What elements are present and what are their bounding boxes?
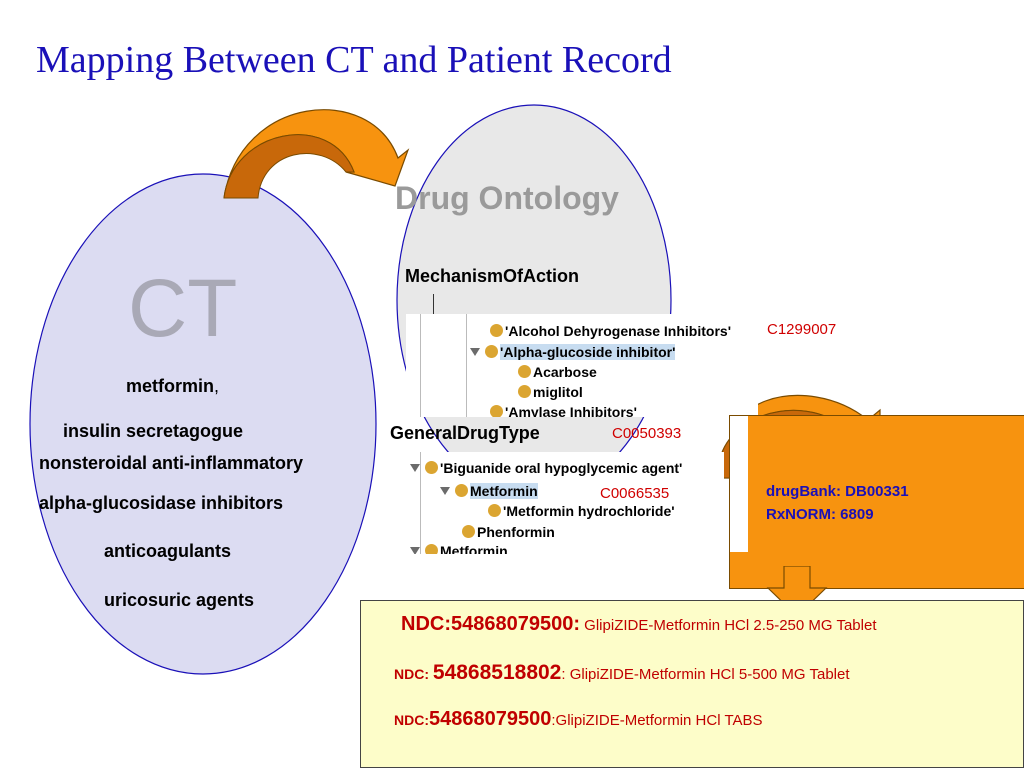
ct-item-metformin: metformin, [126, 376, 220, 396]
class-icon [462, 525, 475, 538]
tree-node-metformin[interactable]: Metformin [440, 482, 538, 499]
mechanism-label: MechanismOfAction [405, 266, 580, 286]
class-icon [485, 345, 498, 358]
ndc-line-3: NDC:54868079500:GlipiZIDE-Metformin HCl … [394, 708, 763, 730]
tree-guide-line [420, 452, 421, 554]
ndc-box: NDC:54868079500: GlipiZIDE-Metformin HCl… [360, 600, 1024, 768]
expand-triangle-icon[interactable] [410, 546, 420, 554]
ct-item-nsaid: nonsteroidal anti-inflammatory [39, 453, 304, 473]
tree-connector [433, 294, 434, 314]
expand-triangle-icon[interactable] [470, 347, 480, 356]
class-icon [490, 405, 503, 417]
ct-label: CT [128, 263, 238, 354]
tree-guide-line [420, 314, 421, 417]
ct-ellipse [29, 173, 377, 675]
tree-guide-line [466, 314, 467, 417]
class-icon [518, 365, 531, 378]
ct-item-insulin: insulin secretagogue [63, 421, 244, 441]
tree-node-miglitol[interactable]: miglitol [518, 383, 583, 400]
database-box [729, 415, 1024, 589]
general-drug-type-label: GeneralDrugType [390, 423, 540, 443]
drugbank-id: drugBank: DB00331 [766, 483, 909, 500]
class-icon [488, 504, 501, 517]
class-icon [425, 544, 438, 554]
mechanism-tree: 'Alcohol Dehyrogenase Inhibitors' 'Alpha… [406, 314, 758, 417]
class-icon [490, 324, 503, 337]
tree-node-amylase[interactable]: 'Amylase Inhibitors' [490, 403, 637, 417]
tree-node-metformin-hcl[interactable]: 'Metformin hydrochloride' [488, 502, 675, 519]
class-icon [518, 385, 531, 398]
ct-item-anticoagulants: anticoagulants [104, 541, 232, 561]
curved-arrow-ct-shaft [223, 134, 355, 199]
ct-item-uricosuric: uricosuric agents [104, 590, 255, 610]
box-notch [730, 416, 748, 552]
ndc-line-2: NDC: 54868518802: GlipiZIDE-Metformin HC… [394, 661, 850, 684]
tree-node-alcohol[interactable]: 'Alcohol Dehyrogenase Inhibitors' [490, 322, 731, 339]
page-title: Mapping Between CT and Patient Record [36, 39, 672, 81]
class-icon [455, 484, 468, 497]
class-icon [425, 461, 438, 474]
tree-node-acarbose[interactable]: Acarbose [518, 363, 597, 380]
general-drug-tree: 'Biguanide oral hypoglycemic agent' Metf… [406, 452, 724, 554]
tree-node-phenformin[interactable]: Phenformin [462, 523, 555, 540]
code-metformin: C0066535 [600, 485, 670, 502]
ndc-line-1: NDC:54868079500: GlipiZIDE-Metformin HCl… [401, 613, 877, 635]
ct-item-alpha-glucosidase: alpha-glucosidase inhibitors [39, 493, 284, 513]
code-alcohol: C1299007 [767, 321, 837, 338]
code-general: C0050393 [612, 425, 682, 442]
rxnorm-id: RxNORM: 6809 [766, 506, 874, 523]
tree-node-alpha-glucoside[interactable]: 'Alpha-glucoside inhibitor' [470, 343, 676, 360]
expand-triangle-icon[interactable] [440, 486, 450, 495]
ontology-title: Drug Ontology [395, 180, 619, 216]
tree-node-metformin-2[interactable]: Metformin [410, 542, 508, 554]
tree-node-biguanide[interactable]: 'Biguanide oral hypoglycemic agent' [410, 459, 682, 476]
expand-triangle-icon[interactable] [410, 463, 420, 472]
